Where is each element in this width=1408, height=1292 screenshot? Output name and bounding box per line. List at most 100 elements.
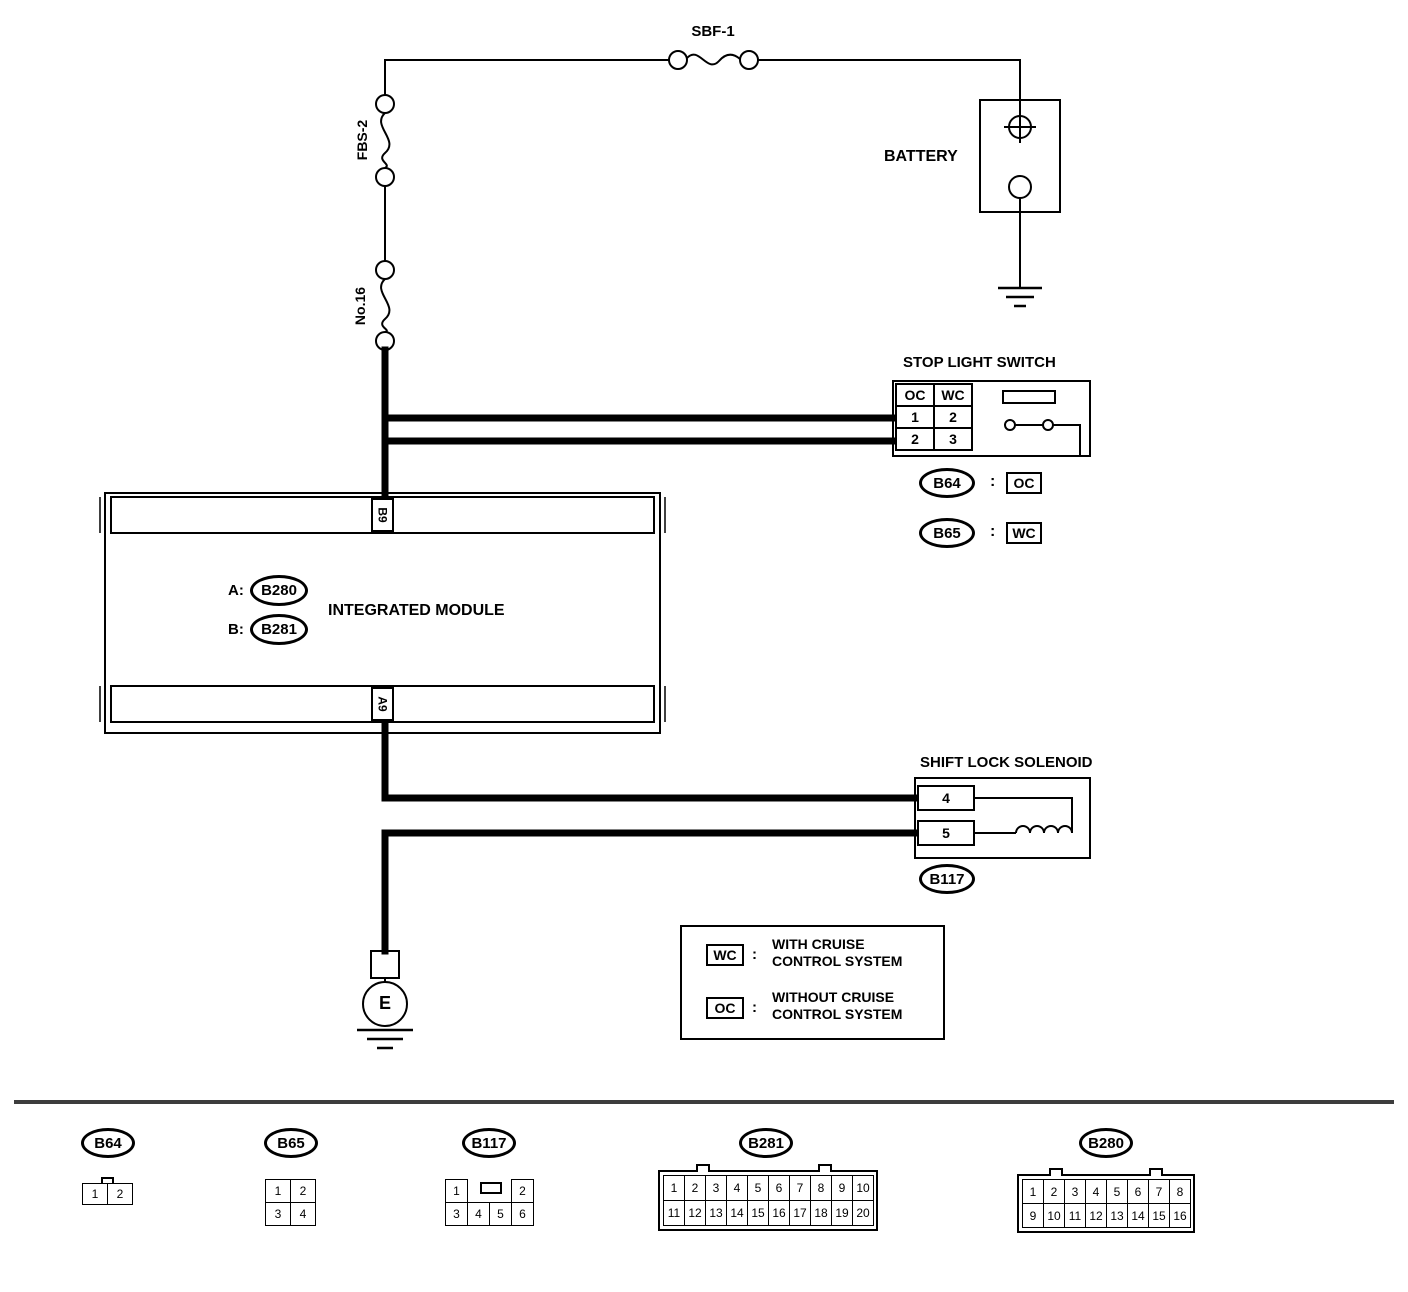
solenoid-pin-4: 4 <box>917 785 975 811</box>
solenoid-pin-5: 5 <box>917 820 975 846</box>
pin-cell: 3 <box>1064 1179 1086 1204</box>
pin-cell: 12 <box>684 1200 706 1226</box>
module-conn-a-label: A: <box>228 582 244 599</box>
connector-tab <box>1149 1168 1163 1176</box>
pin-cell: 12 <box>1085 1203 1107 1228</box>
pin-cell: 3 <box>705 1175 727 1201</box>
pin-cell: 9 <box>831 1175 853 1201</box>
connector-tab <box>101 1177 114 1184</box>
pin-cell: 1 <box>663 1175 685 1201</box>
pin-cell: 1 <box>445 1179 468 1203</box>
connector-tab <box>696 1164 710 1172</box>
pin-cell: 2 <box>933 405 973 429</box>
pin-cell: 17 <box>789 1200 811 1226</box>
pin-cell: 6 <box>1127 1179 1149 1204</box>
pin-cell: 13 <box>705 1200 727 1226</box>
pinout-ref-b65: B65 <box>264 1128 318 1158</box>
pin-cell: 2 <box>895 427 935 451</box>
battery-ground-icon <box>998 286 1042 308</box>
module-pin-a9: A9 <box>371 687 394 721</box>
section-divider <box>14 1100 1394 1104</box>
connector-ref-b117: B117 <box>919 864 975 894</box>
pin-cell: 6 <box>511 1202 534 1226</box>
pin-cell: 4 <box>1085 1179 1107 1204</box>
pin-cell: 14 <box>726 1200 748 1226</box>
pin-cell: 3 <box>265 1202 291 1226</box>
pin-cell: 10 <box>852 1175 874 1201</box>
connector-tab <box>818 1164 832 1172</box>
pin-cell: 5 <box>489 1202 512 1226</box>
pin-cell: 2 <box>684 1175 706 1201</box>
pin-cell: 3 <box>933 427 973 451</box>
module-pin-b9-label: B9 <box>375 507 390 523</box>
pinout-ref-b117: B117 <box>462 1128 516 1158</box>
pin-cell: 16 <box>1169 1203 1191 1228</box>
pin-cell: 4 <box>290 1202 316 1226</box>
pin-cell: 20 <box>852 1200 874 1226</box>
connector-tab <box>1049 1168 1063 1176</box>
connector-ref-b65: B65 <box>919 518 975 548</box>
power-wires <box>381 346 920 955</box>
legend-wc-line2: CONTROL SYSTEM <box>772 953 903 969</box>
colon: : <box>752 946 757 963</box>
pin-cell: 1 <box>1022 1179 1044 1204</box>
pin-cell: 16 <box>768 1200 790 1226</box>
tag-oc: OC <box>1006 472 1042 494</box>
pin-cell: 18 <box>810 1200 832 1226</box>
battery-symbol <box>979 99 1061 288</box>
shift-lock-solenoid-symbol <box>914 777 1091 859</box>
pin-cell: 1 <box>82 1183 108 1205</box>
connector-ref-b280: B280 <box>250 575 308 606</box>
pin-cell: 5 <box>1106 1179 1128 1204</box>
pin-cell: 2 <box>290 1179 316 1203</box>
ground-symbol <box>357 950 413 1050</box>
fuse-sbf1-label: SBF-1 <box>691 23 735 40</box>
fuse-symbols <box>375 50 759 351</box>
fuse-fbs2-label: FBS-2 <box>354 119 370 161</box>
connector-ref-b281: B281 <box>250 614 308 645</box>
fuse-no16-label: No.16 <box>352 286 368 326</box>
legend-tag-oc: OC <box>706 997 744 1019</box>
connector-ref-b64: B64 <box>919 468 975 498</box>
pin-cell: 10 <box>1043 1203 1065 1228</box>
pin-cell: 2 <box>1043 1179 1065 1204</box>
pin-cell: 4 <box>467 1202 490 1226</box>
pin-cell: 8 <box>810 1175 832 1201</box>
pin-cell: 4 <box>726 1175 748 1201</box>
pin-cell: 19 <box>831 1200 853 1226</box>
module-conn-b-label: B: <box>228 621 244 638</box>
battery-label: BATTERY <box>884 148 958 165</box>
pin-cell: 11 <box>663 1200 685 1226</box>
ground-e-label: E <box>378 993 392 1014</box>
tag-wc: WC <box>1006 522 1042 544</box>
pinout-ref-b281: B281 <box>739 1128 793 1158</box>
module-pin-b9: B9 <box>371 498 394 532</box>
pinout-ref-b64: B64 <box>81 1128 135 1158</box>
legend-oc-line2: CONTROL SYSTEM <box>772 1006 903 1022</box>
feed-wires <box>384 53 1021 261</box>
pin-cell: 9 <box>1022 1203 1044 1228</box>
pin-cell: 15 <box>1148 1203 1170 1228</box>
pin-cell: 15 <box>747 1200 769 1226</box>
stop-light-switch-title: STOP LIGHT SWITCH <box>903 354 1056 371</box>
pin-cell: OC <box>895 383 935 407</box>
pin-cell: 7 <box>789 1175 811 1201</box>
module-pin-a9-label: A9 <box>375 696 390 712</box>
